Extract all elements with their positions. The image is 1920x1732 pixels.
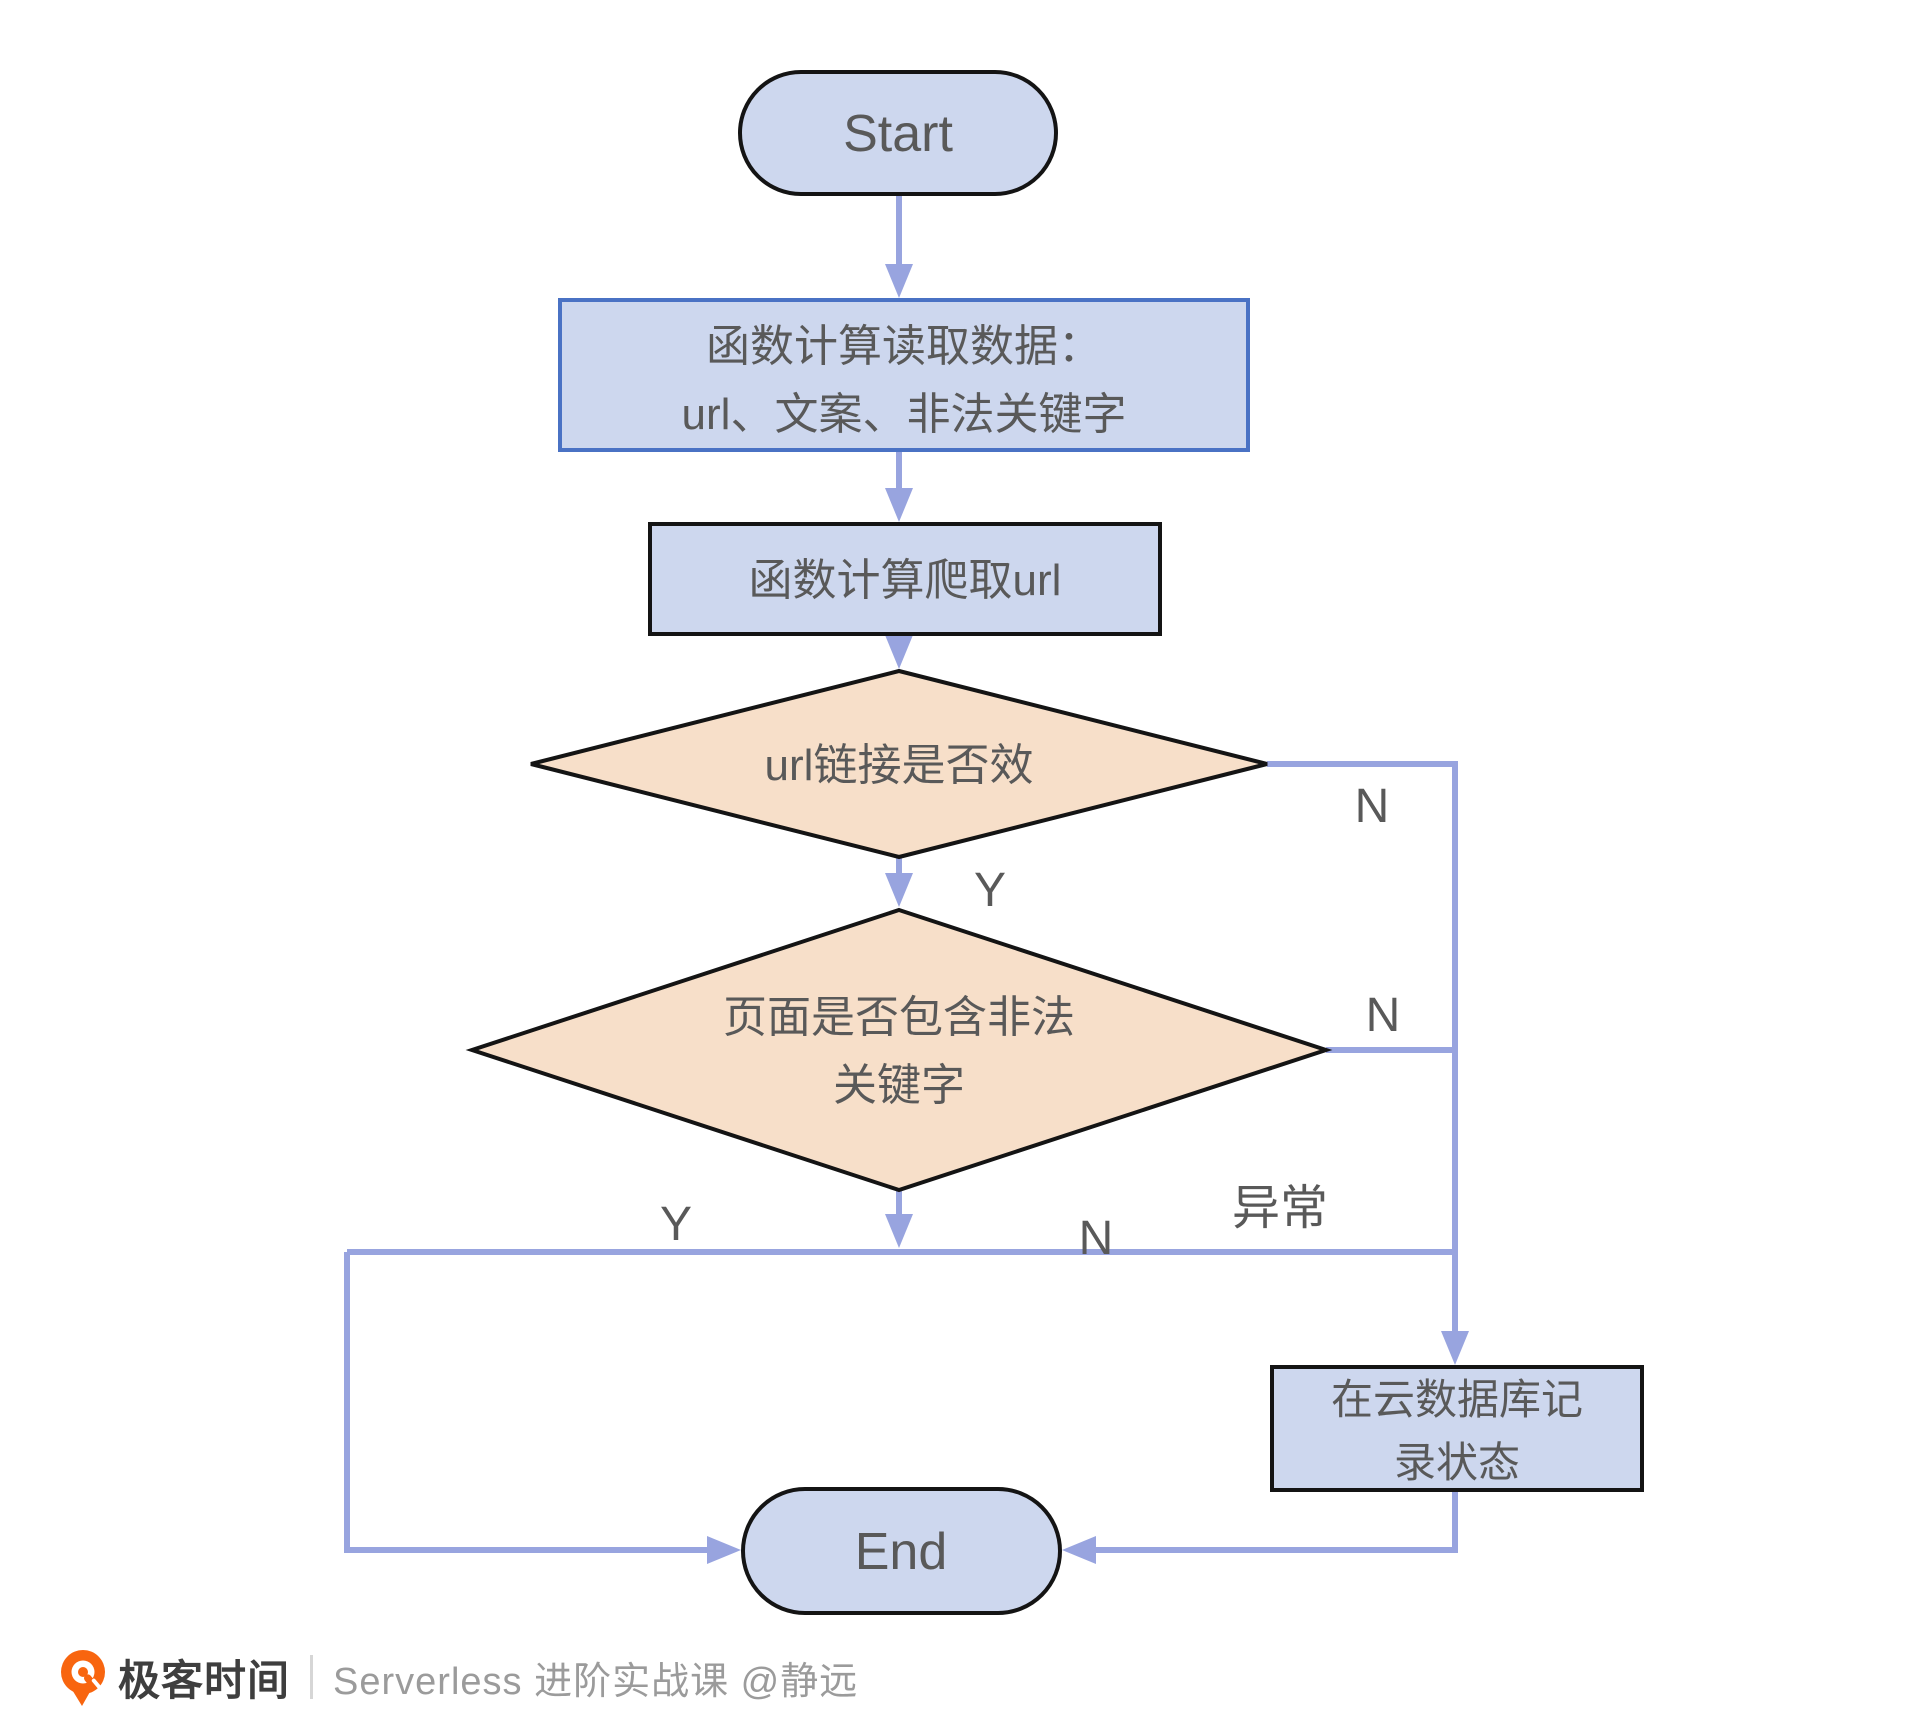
label-url-valid-no: N <box>1355 780 1390 833</box>
arrowhead-into-illegal-keyword <box>885 873 913 907</box>
footer-course: Serverless 进阶实战课 @静远 <box>333 1660 859 1703</box>
node-crawl-url: 函数计算爬取url <box>648 522 1162 636</box>
edge-url-valid-no <box>1267 761 1458 1331</box>
illegal-keyword-shape <box>465 907 1333 1193</box>
record-db-label-line2: 录状态 <box>1394 1439 1520 1486</box>
footer-brand: 极客时间 <box>118 1656 291 1704</box>
label-illegal-keyword-no-right: N <box>1366 989 1401 1042</box>
arrowhead-into-record-db <box>1441 1331 1469 1365</box>
record-db-label-line1: 在云数据库记 <box>1331 1376 1583 1423</box>
footer-divider <box>310 1655 314 1699</box>
node-record-db: 在云数据库记 录状态 <box>1270 1365 1644 1492</box>
footer: 极客时间 Serverless 进阶实战课 @静远 <box>58 1648 858 1706</box>
url-valid-label: url链接是否效 <box>765 741 1034 790</box>
arrowhead-into-end-right <box>1062 1536 1096 1564</box>
geektime-logo-icon <box>61 1650 105 1706</box>
arrowhead-into-read-data <box>885 264 913 298</box>
node-illegal-keyword-decision: 页面是否包含非法 关键字 <box>465 907 1333 1193</box>
edges <box>344 194 1469 1564</box>
read-data-label-line2: url、文案、非法关键字 <box>682 390 1127 439</box>
node-start: Start <box>738 70 1058 196</box>
node-end: End <box>741 1487 1062 1615</box>
end-shape <box>741 1487 1062 1615</box>
crawl-url-shape <box>648 522 1162 636</box>
illegal-keyword-label-line2: 关键字 <box>833 1061 965 1110</box>
arrowhead-into-merge-line <box>885 1214 913 1248</box>
record-db-shape <box>1270 1365 1644 1492</box>
edge-left-to-end <box>344 1252 707 1553</box>
edge-record-db-to-end <box>1096 1490 1458 1553</box>
crawl-url-label: 函数计算爬取url <box>749 556 1062 605</box>
label-illegal-keyword-yes: Y <box>660 1198 692 1251</box>
edge-labels: Y N N Y N 异常 <box>660 780 1400 1265</box>
label-url-valid-yes: Y <box>974 864 1006 917</box>
node-url-valid-decision: url链接是否效 <box>530 668 1268 860</box>
node-read-data: 函数计算读取数据： url、文案、非法关键字 <box>558 298 1250 452</box>
label-exception: 异常 <box>1232 1182 1328 1235</box>
read-data-shape <box>558 298 1250 452</box>
arrowhead-into-url-valid <box>885 635 913 669</box>
arrowhead-into-crawl <box>885 488 913 522</box>
end-label: End <box>855 1523 948 1581</box>
label-illegal-keyword-no-bottom: N <box>1079 1212 1114 1265</box>
illegal-keyword-label-line1: 页面是否包含非法 <box>723 993 1075 1042</box>
arrowhead-into-end-left <box>707 1536 741 1564</box>
start-shape <box>738 70 1058 196</box>
url-valid-shape <box>530 668 1268 860</box>
read-data-label-line1: 函数计算读取数据： <box>706 322 1102 371</box>
start-label: Start <box>843 105 953 163</box>
